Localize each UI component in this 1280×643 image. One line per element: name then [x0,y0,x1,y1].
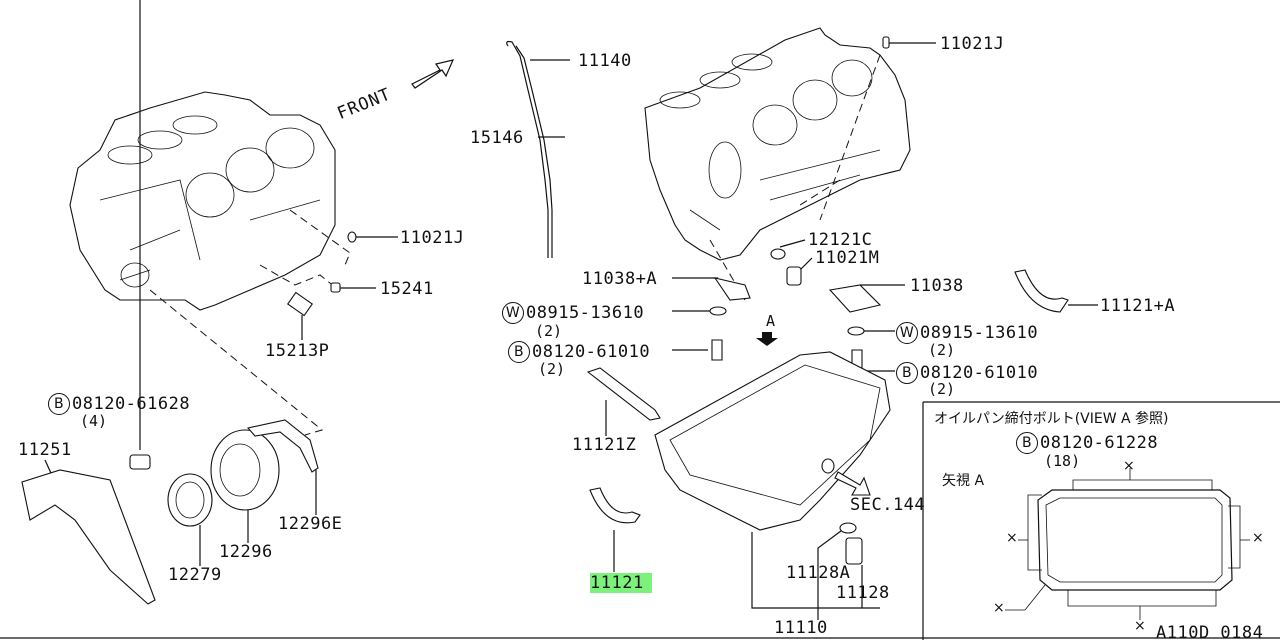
part-label-11128a[interactable]: 11128A [786,563,851,583]
part-label-12279[interactable]: 12279 [168,565,222,585]
bolt-rear-number: 08120-61628 [72,394,191,414]
view-arrow-icon [756,332,778,346]
part-label-11038[interactable]: 11038 [910,276,964,296]
washer-symbol-icon: W [896,322,918,344]
part-label-11021j-left[interactable]: 11021J [400,228,465,248]
part-label-11121a[interactable]: 11121+A [1100,296,1176,316]
bolt-symbol-icon: B [508,341,530,363]
bolt-right-qty: (2) [928,380,956,398]
part-label-11128[interactable]: 11128 [836,583,890,603]
front-arrow-icon [411,59,455,89]
part-label-15213p[interactable]: 15213P [265,341,330,361]
inset-mark-top: × [1123,458,1135,474]
bolt-right-number: 08120-61010 [920,363,1039,383]
washer-symbol-icon: W [502,302,524,324]
view-a-label: A [766,312,776,330]
part-label-11110[interactable]: 11110 [774,618,828,638]
small-parts [21,36,1069,605]
washer-right-number: 08915-13610 [920,323,1039,343]
part-label-12296e[interactable]: 12296E [278,514,343,534]
inset-mark-bottom: × [1134,618,1146,634]
drawing-code: A110D 0184 [1156,623,1264,643]
section-ref-label[interactable]: SEC.144 [850,495,926,515]
inset-mark-right: × [1252,530,1264,546]
leader-lines [44,0,1098,620]
view-a-inset [0,401,1280,640]
part-label-11140[interactable]: 11140 [578,51,632,71]
inset-title: オイルパン締付ボルト(VIEW A 参照) [934,411,1169,427]
part-label-11121-highlighted[interactable]: 11121 [590,573,652,593]
bolt-symbol-icon: B [896,362,918,384]
part-label-15241[interactable]: 15241 [380,279,434,299]
washer-right-qty: (2) [928,341,956,359]
part-label-11038a[interactable]: 11038+A [582,269,658,289]
bolt-left-number: 08120-61010 [532,342,651,362]
part-label-12121c[interactable]: 12121C [808,230,873,250]
inset-mark-left: × [1006,530,1018,546]
inset-view-label: 矢視 A [942,473,985,489]
bolt-left-qty: (2) [538,360,566,378]
part-label-11021m[interactable]: 11021M [815,248,880,268]
part-label-15146[interactable]: 15146 [470,128,524,148]
part-label-11121z[interactable]: 11121Z [572,435,637,455]
dipstick-tube [506,40,549,258]
part-label-11251[interactable]: 11251 [18,440,72,460]
highlighted-part-number: 11121 [590,573,652,593]
bolt-rear-qty: (4) [80,412,108,430]
inset-bolt-number: 08120-61228 [1040,433,1159,453]
part-label-12296[interactable]: 12296 [219,542,273,562]
bolt-symbol-icon: B [48,393,70,415]
washer-left-number: 08915-13610 [526,303,645,323]
washer-left-qty: (2) [535,322,563,340]
inset-mark-bottom-left: × [993,600,1005,616]
part-label-11021j-top[interactable]: 11021J [940,34,1005,54]
engine-block-right [644,27,911,261]
engine-block-left [69,91,336,311]
inset-bolt-qty: (18) [1044,452,1081,470]
bolt-symbol-icon: B [1016,432,1038,454]
